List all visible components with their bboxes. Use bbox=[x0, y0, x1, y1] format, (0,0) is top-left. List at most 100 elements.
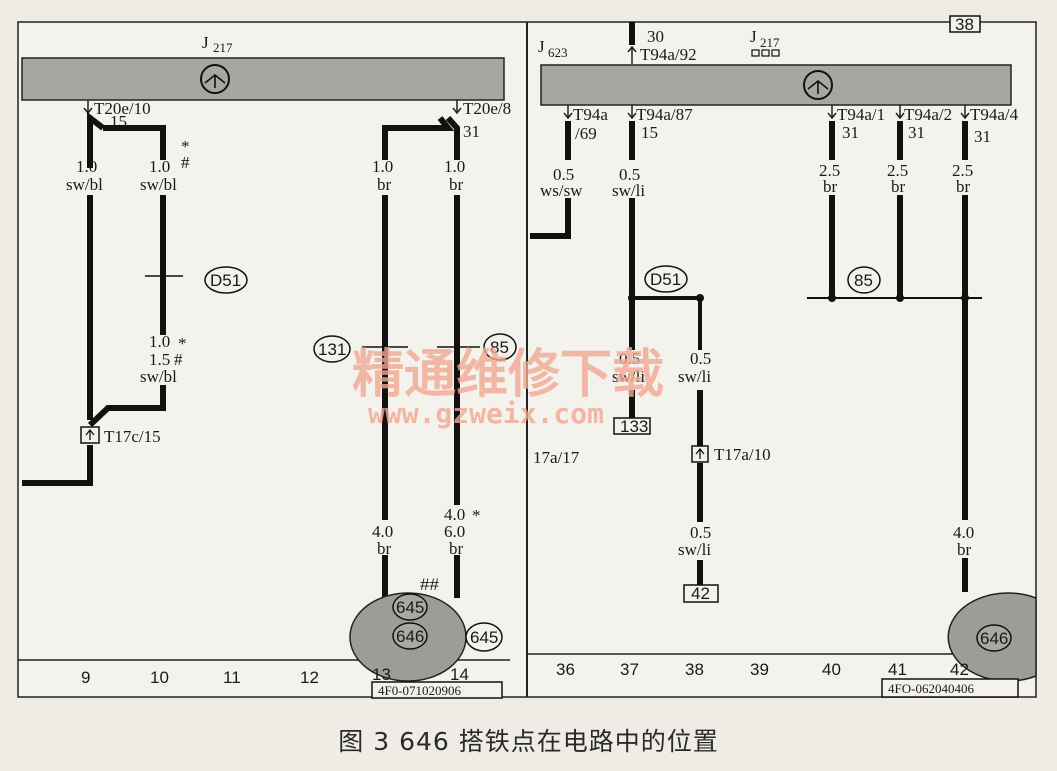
wire42b-size: 4.0 bbox=[953, 523, 974, 542]
arrow-t94a69 bbox=[563, 105, 573, 120]
wire41-size: 2.5 bbox=[887, 161, 908, 180]
wire36-size: 0.5 bbox=[553, 165, 574, 184]
wire-col10-top bbox=[103, 125, 166, 160]
wire9-size: 1.0 bbox=[76, 157, 97, 176]
wire37-color: sw/li bbox=[612, 181, 645, 200]
t17a17-label: 17a/17 bbox=[533, 448, 580, 467]
wire37-size: 0.5 bbox=[619, 165, 640, 184]
wire-col36-low bbox=[530, 198, 571, 239]
module-j623-sub: 623 bbox=[548, 45, 568, 60]
arrow-t94a4 bbox=[960, 105, 970, 120]
d51-badge-right bbox=[644, 265, 688, 293]
connector-t94a69-a: T94a bbox=[573, 105, 608, 124]
ground-646-badge-right bbox=[976, 624, 1012, 652]
wire-col9-low bbox=[22, 445, 93, 486]
t17c-label: T17c/15 bbox=[104, 427, 161, 446]
d51-badge-left bbox=[204, 266, 248, 294]
t17a10-label: T17a/10 bbox=[714, 445, 771, 464]
module-j217-bar bbox=[21, 57, 505, 101]
watermark-url: www.gzweix.com bbox=[368, 397, 604, 430]
ref133-label: 133 bbox=[620, 417, 648, 436]
part-number-right: 4FO-062040406 bbox=[888, 681, 974, 696]
wire14b-size2: 6.0 bbox=[444, 522, 465, 541]
wire10b-size1: 1.0 bbox=[149, 332, 170, 351]
wire37b-size: 0.5 bbox=[619, 349, 640, 368]
wire-col14-top bbox=[445, 115, 460, 160]
wire41-color: br bbox=[891, 177, 906, 196]
module-j623-symbol bbox=[803, 70, 833, 100]
connector-t20e8: T20e/8 bbox=[463, 99, 511, 118]
watermark-title: 精通维修下载 bbox=[352, 345, 664, 405]
wire10-mark1: * bbox=[181, 137, 190, 156]
splice-dot bbox=[696, 294, 704, 302]
module-j217-label: J bbox=[202, 33, 209, 52]
ground-645-side-badge bbox=[465, 622, 503, 652]
column-number: 37 bbox=[620, 660, 639, 679]
module-symbol-icon bbox=[807, 79, 829, 94]
column-number: 14 bbox=[450, 665, 469, 684]
column-number: 40 bbox=[822, 660, 841, 679]
pin-31-b: 31 bbox=[908, 123, 925, 142]
column-number: 9 bbox=[81, 668, 90, 687]
connector-t94a69-b: /69 bbox=[575, 124, 597, 143]
connector-t94a87: T94a/87 bbox=[636, 105, 693, 124]
top-ref-label: 38 bbox=[955, 15, 974, 34]
module-j217b-label: J bbox=[750, 27, 757, 46]
d51-label-left: D51 bbox=[210, 271, 241, 290]
wire10-color: sw/bl bbox=[140, 175, 177, 194]
wire-col10-low bbox=[87, 385, 166, 428]
wire-col9 bbox=[87, 111, 105, 168]
connector-t20e8-pin: 31 bbox=[463, 122, 480, 141]
column-number: 42 bbox=[950, 660, 969, 679]
wire10-size: 1.0 bbox=[149, 157, 170, 176]
wire42b-color: br bbox=[957, 540, 972, 559]
ref42-label: 42 bbox=[691, 584, 710, 603]
column-number: 13 bbox=[372, 665, 391, 684]
wire38b-size: 0.5 bbox=[690, 349, 711, 368]
d51-label-right: D51 bbox=[650, 270, 681, 289]
splice-dot bbox=[961, 294, 969, 302]
ref85-label-left: 85 bbox=[490, 338, 509, 357]
wire40-size: 2.5 bbox=[819, 161, 840, 180]
wire-col13-top bbox=[382, 116, 455, 160]
splice-dot bbox=[628, 294, 636, 302]
wire40-color: br bbox=[823, 177, 838, 196]
splice-dot bbox=[828, 294, 836, 302]
connector-t20e10: T20e/10 bbox=[94, 99, 151, 118]
part-number-left: 4F0-071020906 bbox=[378, 683, 462, 698]
ground-645-side-label: 645 bbox=[470, 628, 498, 647]
column-number: 39 bbox=[750, 660, 769, 679]
ref131-badge bbox=[313, 335, 351, 363]
column-number: 38 bbox=[685, 660, 704, 679]
wire37b-color: sw/li bbox=[612, 367, 645, 386]
ref85-label-right: 85 bbox=[854, 271, 873, 290]
ref131-label: 131 bbox=[318, 340, 346, 359]
wire10-mark2: # bbox=[181, 153, 190, 172]
wire14b-mark1: * bbox=[472, 506, 481, 525]
wire10b-size2: 1.5 bbox=[149, 350, 170, 369]
connector-t94a2: T94a/2 bbox=[904, 105, 952, 124]
wire38c-size: 0.5 bbox=[690, 523, 711, 542]
arrow-t94a92 bbox=[627, 45, 637, 64]
ground-646-label: 646 bbox=[396, 627, 424, 646]
wire9-color: sw/bl bbox=[66, 175, 103, 194]
column-number: 10 bbox=[150, 668, 169, 687]
wire42-color: br bbox=[956, 177, 971, 196]
wire13-color: br bbox=[377, 175, 392, 194]
wire38b-color: sw/li bbox=[678, 367, 711, 386]
arrow-t94a2 bbox=[895, 105, 905, 120]
wire14b-size1: 4.0 bbox=[444, 505, 465, 524]
ref85-badge-right bbox=[847, 266, 881, 294]
column-number: 36 bbox=[556, 660, 575, 679]
wire38c-color: sw/li bbox=[678, 540, 711, 559]
ref42-box bbox=[683, 584, 719, 603]
connector-t94a1: T94a/1 bbox=[837, 105, 885, 124]
connector-squares-icon bbox=[751, 49, 780, 57]
wire14-size: 1.0 bbox=[444, 157, 465, 176]
part-number-box-left bbox=[371, 681, 503, 699]
ground-646-right-label: 646 bbox=[980, 629, 1008, 648]
ground-645-label: 645 bbox=[396, 598, 424, 617]
module-j623-bar bbox=[540, 64, 1012, 106]
top-ref-box bbox=[949, 15, 981, 33]
